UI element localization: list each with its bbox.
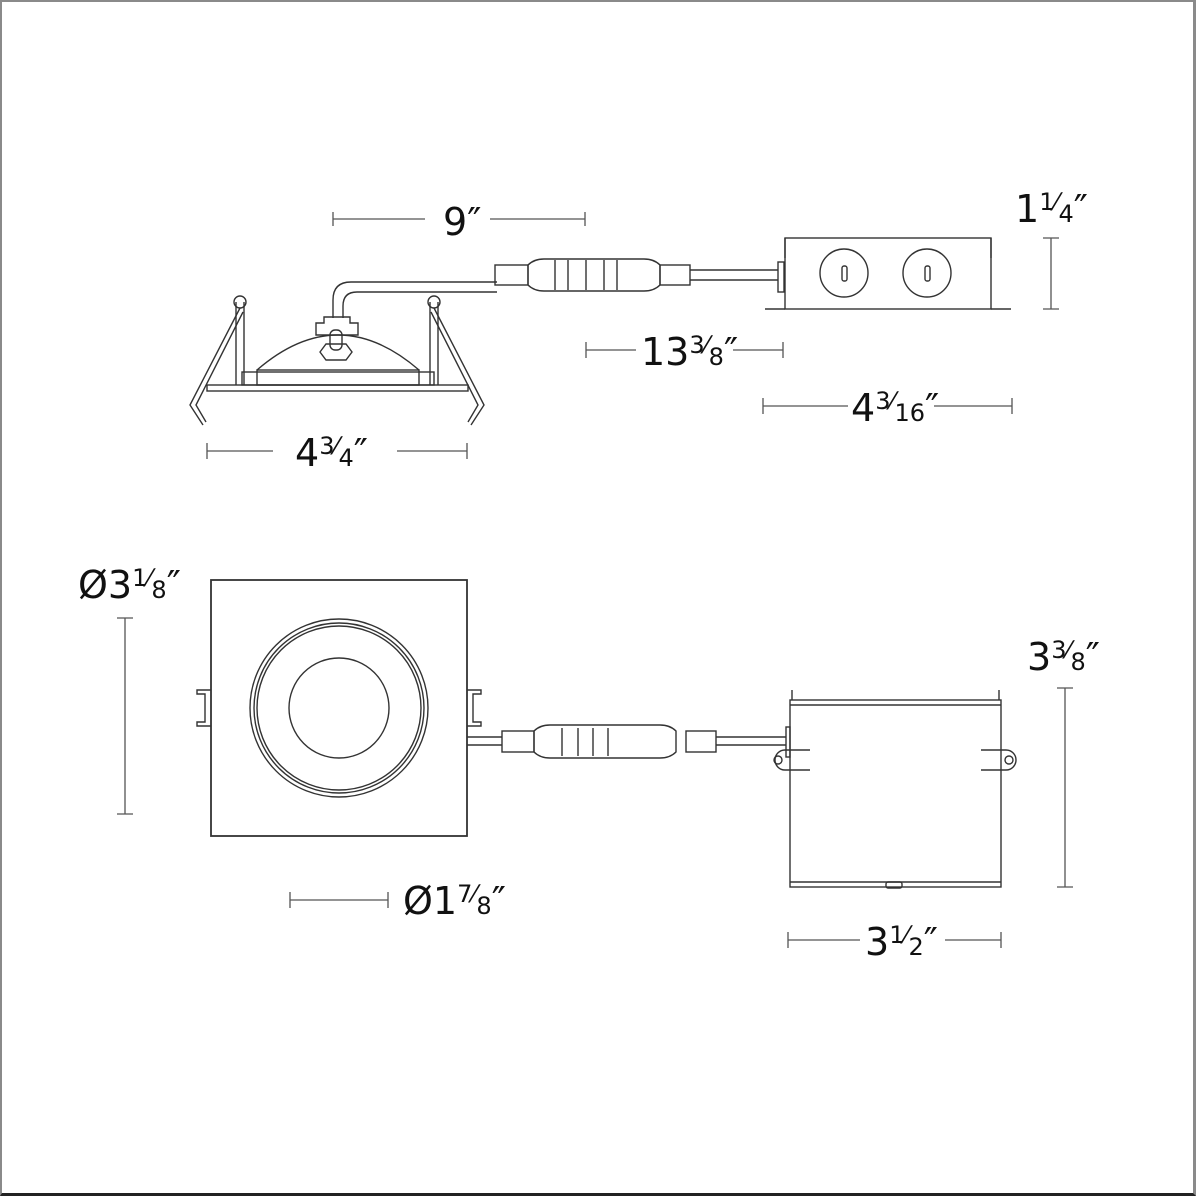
dimension-lines (117, 212, 1073, 948)
knockout-1 (819, 248, 869, 298)
dim-cable-length: 133⁄8″ (641, 330, 738, 374)
side-view-fixture (189, 281, 497, 426)
top-view-fixture (196, 579, 502, 837)
top-view-junction-box (773, 690, 1017, 889)
side-view-connector (494, 258, 785, 293)
dim-box-depth: 33⁄8″ (1027, 635, 1100, 679)
dim-box-height: 11⁄4″ (1015, 187, 1088, 231)
dim-trim-size: Ø31⁄8″ (78, 563, 181, 607)
dim-aperture: Ø17⁄8″ (403, 879, 506, 923)
top-view-connector (501, 724, 791, 759)
dim-lead-length: 9″ (443, 200, 481, 244)
dim-fixture-width: 43⁄4″ (295, 431, 368, 475)
knockout-2 (902, 248, 952, 298)
dim-box-width-side: 43⁄16″ (851, 386, 939, 430)
side-view-junction-box (765, 237, 1011, 310)
dim-box-width-top: 31⁄2″ (865, 920, 938, 964)
